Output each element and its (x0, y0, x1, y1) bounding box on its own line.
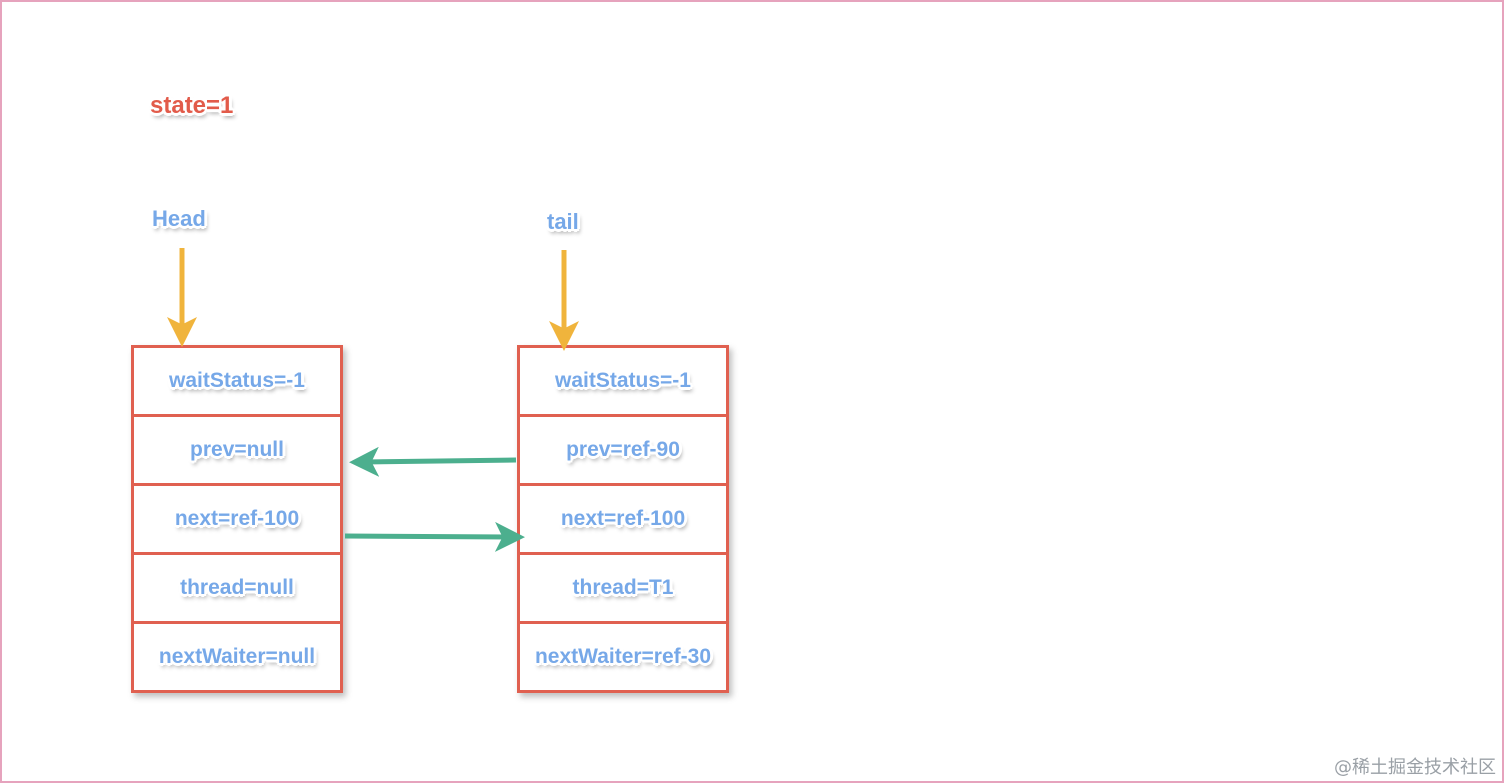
node-field-next: next=ref-100 (134, 486, 340, 555)
tail-node: waitStatus=-1 prev=ref-90 next=ref-100 t… (517, 345, 729, 693)
prev-link-arrow (349, 446, 517, 477)
next-link-arrow (344, 521, 525, 552)
node-field-thread: thread=null (134, 555, 340, 624)
field-text: waitStatus=-1 (169, 369, 305, 392)
node-field-waitstatus: waitStatus=-1 (520, 348, 726, 417)
field-text: thread=T1 (572, 576, 674, 599)
field-text: prev=ref-90 (566, 438, 680, 461)
node-field-next: next=ref-100 (520, 486, 726, 555)
node-field-nextwaiter: nextWaiter=ref-30 (520, 624, 726, 690)
node-field-nextwaiter: nextWaiter=null (134, 624, 340, 690)
node-field-prev: prev=ref-90 (520, 417, 726, 486)
field-text: nextWaiter=ref-30 (534, 645, 712, 668)
watermark: @稀土掘金技术社区 (1334, 757, 1496, 778)
node-field-prev: prev=null (134, 417, 340, 486)
field-text: next=ref-100 (560, 507, 686, 530)
field-text: nextWaiter=null (158, 645, 316, 668)
field-text: prev=null (190, 438, 284, 461)
node-field-thread: thread=T1 (520, 555, 726, 624)
field-text: thread=null (180, 576, 294, 599)
field-text: waitStatus=-1 (555, 369, 691, 392)
head-pointer-label: Head (152, 206, 206, 231)
tail-pointer-label: tail (547, 209, 579, 234)
node-field-waitstatus: waitStatus=-1 (134, 348, 340, 417)
state-label: state=1 (150, 92, 234, 119)
head-node: waitStatus=-1 prev=null next=ref-100 thr… (131, 345, 343, 693)
field-text: next=ref-100 (174, 507, 300, 530)
